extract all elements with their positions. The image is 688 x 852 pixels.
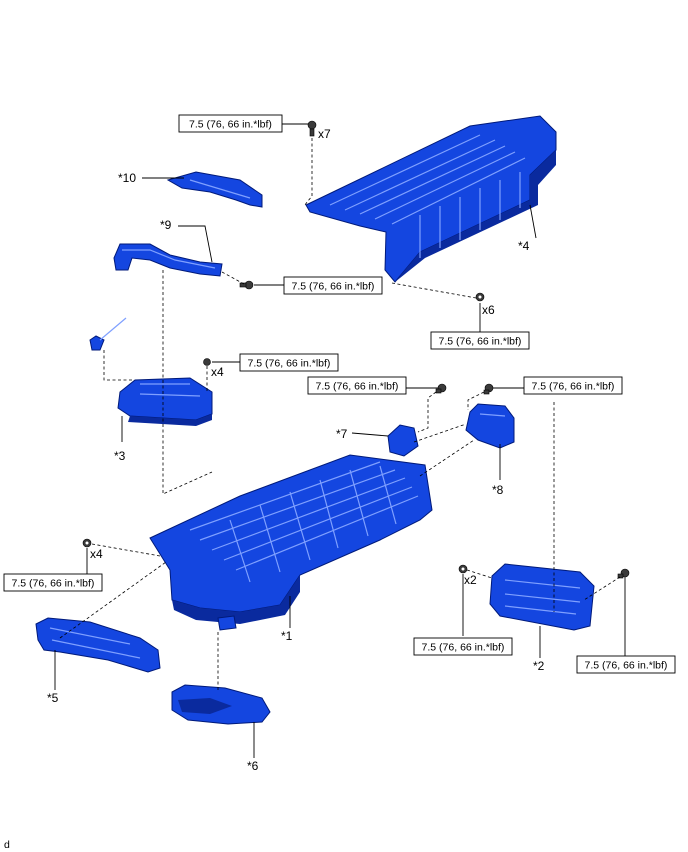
label-part-9: *9: [160, 218, 172, 232]
label-part-10: *10: [118, 171, 136, 185]
bolt-icon-wire9: [239, 280, 254, 290]
part-1-battery-stack: [149, 454, 433, 631]
label-part-4: *4: [518, 239, 530, 253]
torque-part2-right: 7.5 (76, 66 in.*lbf): [585, 660, 668, 672]
bolt-icon-part7: [435, 383, 447, 394]
torque-cover-rear: 7.5 (76, 66 in.*lbf): [439, 336, 522, 348]
part-wire-small: [89, 317, 127, 351]
nut-icon-left: [82, 538, 92, 548]
part-8-module: [465, 403, 515, 449]
quantity-labels: x7 x6 x4 x4 x2: [90, 127, 495, 587]
nut-icon-part2: [458, 564, 468, 574]
part-upper-cover: [305, 115, 557, 283]
bolt-icon-part2-right: [617, 568, 630, 579]
part-2-module: [489, 563, 595, 631]
torque-left: 7.5 (76, 66 in.*lbf): [12, 578, 95, 590]
bolt-icon-part8: [483, 383, 494, 395]
qty-left: x4: [90, 547, 103, 561]
part-7-bracket: [387, 424, 419, 457]
qty-part3: x4: [211, 365, 224, 379]
part-labels: *10 *9 *3 *4 *7 *8 *1 *2 *5 *6: [47, 171, 545, 773]
nut-icon-cover-rear: [475, 292, 485, 302]
part-6-bracket: [171, 684, 271, 725]
torque-part8: 7.5 (76, 66 in.*lbf): [532, 381, 615, 393]
qty-cover: x7: [318, 127, 331, 141]
torque-part2-left: 7.5 (76, 66 in.*lbf): [422, 642, 505, 654]
qty-cover-rear: x6: [482, 303, 495, 317]
alignment-lines: [59, 138, 621, 690]
bolt-icon-cover: [307, 120, 317, 137]
qty-part2: x2: [464, 573, 477, 587]
torque-wire9: 7.5 (76, 66 in.*lbf): [292, 281, 375, 293]
bolt-icon-part3: [203, 358, 211, 366]
torque-callouts: 7.5 (76, 66 in.*lbf) 7.5 (76, 66 in.*lbf…: [3, 114, 676, 674]
bolts: [82, 120, 630, 579]
label-part-7: *7: [336, 427, 348, 441]
part-3-module: [117, 377, 213, 426]
part-9-harness: [113, 243, 223, 277]
part-10-bracket: [166, 171, 263, 208]
label-part-3: *3: [114, 449, 126, 463]
figure-code: d: [4, 839, 10, 851]
leader-lines: [54, 123, 626, 758]
torque-cover: 7.5 (76, 66 in.*lbf): [189, 119, 272, 131]
torque-part3: 7.5 (76, 66 in.*lbf): [248, 358, 331, 370]
label-part-8: *8: [492, 483, 504, 497]
label-part-2: *2: [533, 659, 545, 673]
label-part-1: *1: [281, 629, 293, 643]
label-part-6: *6: [247, 759, 259, 773]
label-part-5: *5: [47, 691, 59, 705]
torque-part7: 7.5 (76, 66 in.*lbf): [316, 381, 399, 393]
